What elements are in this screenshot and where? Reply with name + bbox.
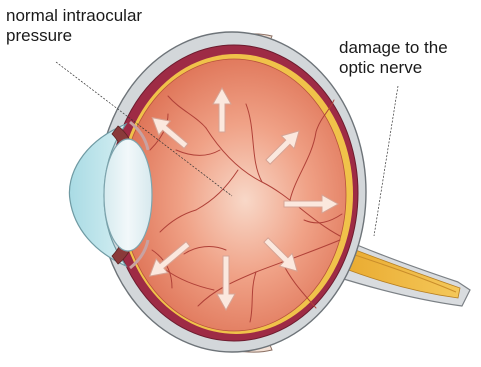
leader-line-nerve xyxy=(374,86,398,236)
lens xyxy=(104,139,152,251)
label-damage-optic-nerve: damage to the optic nerve xyxy=(339,38,448,78)
label-normal-intraocular-pressure: normal intraocular pressure xyxy=(6,6,142,46)
vitreous-body xyxy=(122,59,346,331)
label-nerve-line1: damage to the xyxy=(339,38,448,58)
label-nerve-line2: optic nerve xyxy=(339,58,448,78)
label-pressure-line1: normal intraocular xyxy=(6,6,142,26)
label-pressure-line2: pressure xyxy=(6,26,142,46)
